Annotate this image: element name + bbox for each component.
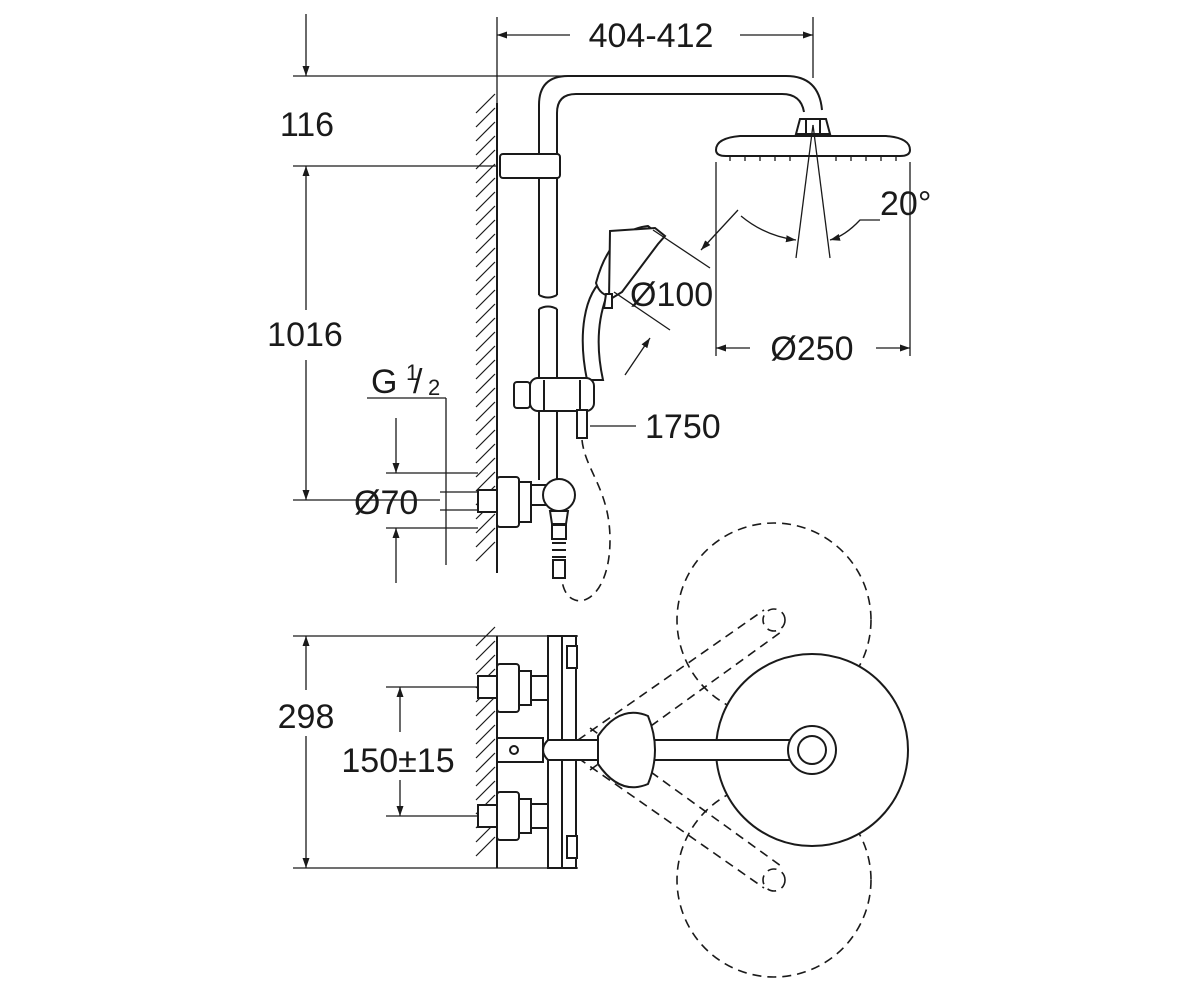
dim-centers: 150±15 [341,686,478,817]
dim-arm-width: 404-412 [496,17,814,103]
plan-view: 298 150±15 [278,522,909,978]
wall-hatch-line [475,752,496,773]
label-rail-height: 1016 [267,316,343,354]
label-hand-shower-dia: Ø100 [630,276,713,314]
wall-hatch-line [475,135,496,156]
label-tilt-angle: 20° [880,185,931,223]
wall-hatch-line [475,387,496,408]
hand-shower [581,224,667,381]
shower-rail [538,175,558,480]
wall-hatch-line [475,766,496,787]
slide-holder [513,377,595,412]
head-shower [714,118,912,356]
wall-hatch-line [475,640,496,661]
label-top-offset: 116 [280,106,334,144]
wall-hatch-line [475,163,496,184]
label-depth: 298 [278,698,335,736]
wall-hatch-line [475,654,496,675]
wall-hatch-line [475,93,496,114]
wall-hatch-line [475,275,496,296]
wall-hatch-line [475,345,496,366]
wall-hatch-line [475,107,496,128]
label-escutcheon-dia: Ø70 [354,484,418,522]
wall-hatch-line [475,121,496,142]
wall-hatch-line [475,317,496,338]
hose [560,409,611,602]
side-view: 404-412 116 1016 G 1 / 2 [267,14,931,602]
label-arm-width: 404-412 [589,17,714,55]
dim-rail-height: 1016 [267,166,440,501]
wall-hatch-line [475,527,496,548]
wall-hatch-line [475,457,496,478]
wall-hatch-line [475,513,496,534]
dim-head-shower: Ø250 [716,330,910,368]
wall-hatch-line [475,205,496,226]
dim-tilt-angle: 20° [740,185,931,243]
label-hose-length: 1750 [645,408,721,446]
wall-hatch-line [475,836,496,857]
wall-hatch-line [475,696,496,717]
label-thread: G [371,363,397,401]
wall-hatch-line [475,738,496,759]
arm-plan [509,653,909,847]
wall-hatch-line [475,541,496,562]
wall-hatch-line [475,710,496,731]
wall-plan [475,626,498,868]
wall-hatch-line [475,443,496,464]
wall-hatch-line [475,191,496,212]
wall-hatch-line [475,233,496,254]
wall-hatch-line [475,373,496,394]
wall-hatch-line [475,261,496,282]
dim-hand-shower: Ø100 [613,209,739,376]
wall-hatch-line [475,429,496,450]
wall-bracket [499,153,561,179]
wall-hatch-line [475,780,496,801]
label-head-shower-dia: Ø250 [770,330,853,368]
wall-hatch-line [475,471,496,492]
label-thread-den: 2 [428,375,440,400]
dim-thread: G 1 / 2 [367,360,447,565]
thermostat-side [477,476,576,579]
wall-hatch-line [475,289,496,310]
dim-hose-length: 1750 [590,408,721,446]
wall-hatch-line [475,331,496,352]
wall-hatch-line [475,724,496,745]
wall-hatch-line [475,219,496,240]
dim-depth: 298 [278,635,578,869]
wall-hatch-line [475,359,496,380]
wall-hatch-line [475,177,496,198]
label-thread-num: 1 [406,360,418,385]
dim-top-offset: 116 [280,14,575,167]
dim-escutcheon: Ø70 [354,418,478,583]
wall-hatch-line [475,401,496,422]
wall-hatch-line [475,303,496,324]
label-thread-slash: / [413,363,423,401]
wall-hatch-line [475,415,496,436]
wall-hatch-line [475,247,496,268]
label-centers: 150±15 [341,742,454,780]
